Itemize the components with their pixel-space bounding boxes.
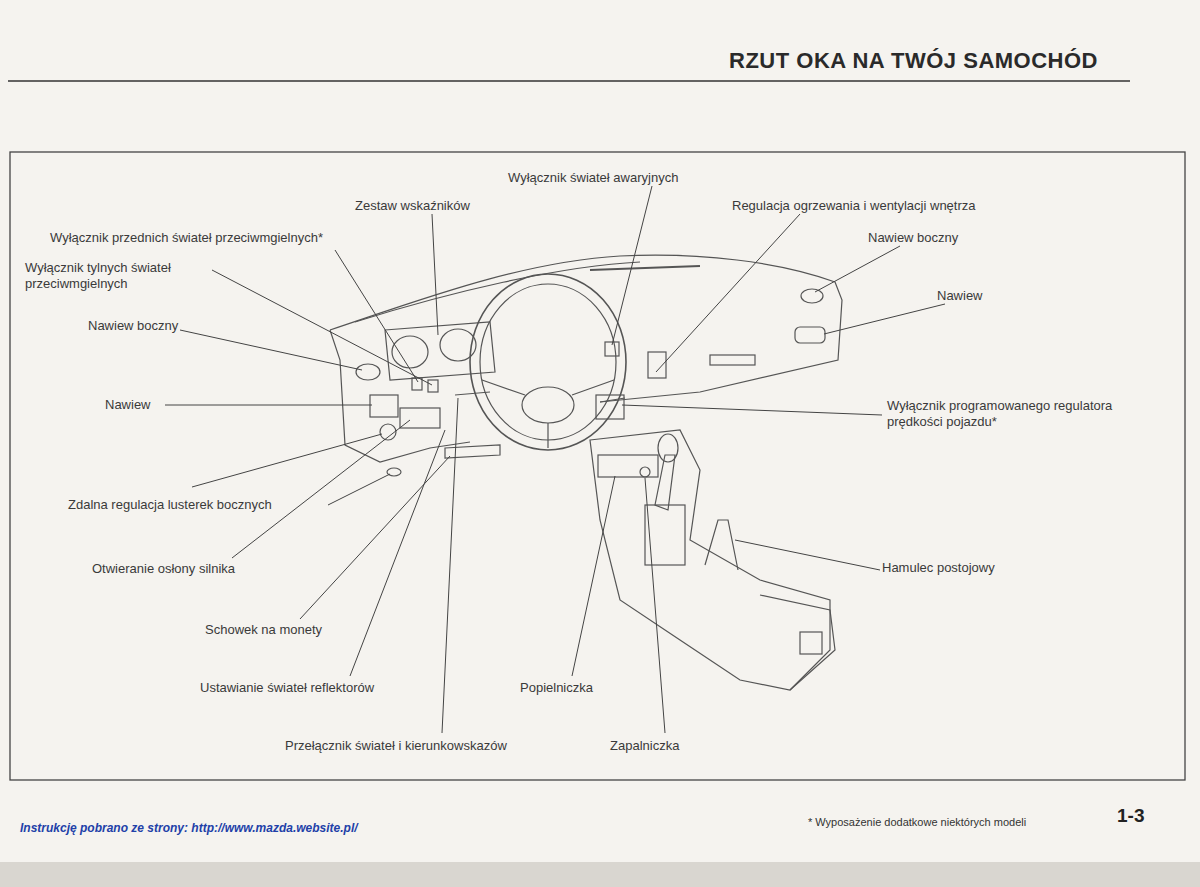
gauge xyxy=(392,336,428,368)
leader-line xyxy=(656,214,800,372)
callout-label: Nawiew boczny xyxy=(868,230,958,246)
leader-line xyxy=(824,304,945,334)
storage-lid xyxy=(800,632,822,654)
leader-line xyxy=(165,405,372,406)
leader-line xyxy=(232,420,410,558)
callout-label: Zestaw wskaźników xyxy=(355,198,470,214)
gear-knob xyxy=(658,434,678,462)
dashboard-crest xyxy=(355,262,640,322)
steering-hub xyxy=(522,387,574,423)
leader-lines xyxy=(165,186,945,733)
center-console xyxy=(590,430,830,690)
steering-wheel xyxy=(470,274,626,450)
callout-label: Popielniczka xyxy=(520,680,593,696)
cruise-switch xyxy=(596,395,624,419)
cluster-hood xyxy=(385,322,495,380)
glovebox-latch xyxy=(710,355,755,365)
page-title: RZUT OKA NA TWÓJ SAMOCHÓD xyxy=(729,48,1098,74)
side-vent xyxy=(801,289,823,303)
callout-label: Wyłącznik świateł awaryjnych xyxy=(508,170,678,186)
page-number: 1-3 xyxy=(1117,808,1144,824)
steering-spokes xyxy=(482,380,614,448)
source-note: Instrukcję pobrano ze strony: http://www… xyxy=(20,820,358,836)
leader-line xyxy=(622,405,882,415)
leader-line xyxy=(442,398,458,733)
callout-label: Nawiew xyxy=(937,288,983,304)
leader-line xyxy=(572,476,615,676)
dashboard-drawing xyxy=(330,255,842,690)
coin-box xyxy=(445,445,500,458)
callout-label: Wyłącznik programowanego regulatora pręd… xyxy=(887,398,1117,430)
callout-label: Ustawianie świateł reflektorów xyxy=(200,680,374,696)
leader-line xyxy=(612,186,652,345)
callout-label: Zdalna regulacja lusterek bocznych xyxy=(68,497,272,513)
scan-edge xyxy=(0,862,1200,887)
ashtray xyxy=(598,455,658,477)
vent xyxy=(795,327,825,343)
footnote: * Wyposażenie dodatkowe niektórych model… xyxy=(808,814,1026,830)
leader-line xyxy=(335,250,418,382)
callout-label: Nawiew xyxy=(105,397,151,413)
leader-line xyxy=(300,456,450,619)
leader-line xyxy=(180,330,362,370)
callout-label: Otwieranie osłony silnika xyxy=(92,561,235,577)
callout-label: Nawiew boczny xyxy=(88,318,178,334)
stalks xyxy=(455,392,625,402)
leader-line xyxy=(192,434,382,487)
lighter xyxy=(640,467,650,477)
leader-line xyxy=(328,474,390,505)
leader-line xyxy=(212,270,432,385)
switch-panel xyxy=(400,408,440,428)
side-vent xyxy=(356,364,380,380)
frame xyxy=(10,152,1185,780)
callout-label: Schowek na monety xyxy=(205,622,322,638)
callout-label: Wyłącznik przednich świateł przeciwmgiel… xyxy=(50,230,323,246)
header-rule xyxy=(8,80,1130,82)
leader-line xyxy=(645,478,665,733)
callout-label: Zapalniczka xyxy=(610,738,679,754)
callout-label: Wyłącznik tylnych świateł przeciwmgielny… xyxy=(25,260,210,292)
fog-switch xyxy=(428,380,438,392)
vent xyxy=(370,395,398,417)
parking-brake xyxy=(705,520,738,570)
leader-line xyxy=(350,430,445,676)
callout-label: Regulacja ogrzewania i wentylacji wnętrz… xyxy=(732,198,976,214)
center-vent xyxy=(648,352,666,378)
gear-lever xyxy=(655,455,675,510)
leader-line xyxy=(735,540,880,570)
leader-line xyxy=(432,214,438,335)
callout-label: Hamulec postojowy xyxy=(882,560,995,576)
defrost-vent xyxy=(590,266,700,270)
dashboard-top xyxy=(330,255,842,402)
armrest xyxy=(760,595,835,690)
callout-label: Przełącznik świateł i kierunkowskazów xyxy=(285,738,507,754)
leader-line xyxy=(815,246,900,292)
